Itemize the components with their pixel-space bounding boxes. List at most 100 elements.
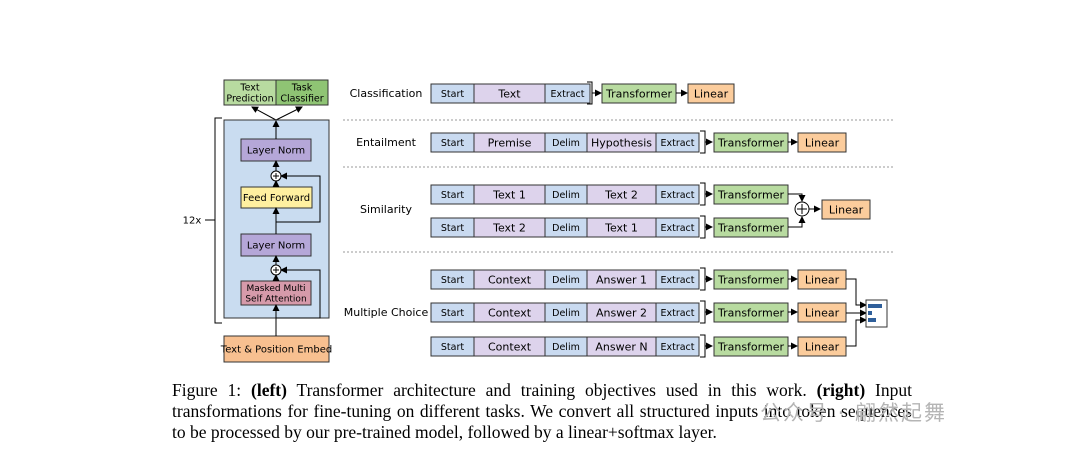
entailment-row-token-3: Hypothesis [586, 132, 657, 153]
choice-row-0-token-3: Answer 1 [586, 269, 657, 290]
entailment-row-token-4-rect [655, 132, 700, 153]
similarity-row-0-token-3-label: Text 2 [604, 188, 638, 201]
feed-forward-box: Feed Forward [240, 186, 313, 209]
choice-row-1-token-0-label: Start [441, 308, 464, 319]
choice-transformer-1-label: Transformer [717, 306, 784, 319]
repeat-bracket [214, 117, 222, 324]
choice-bracket-1 [700, 300, 706, 324]
similarity-row-0-token-0-label: Start [441, 190, 464, 201]
similarity-row-1-token-0: Start [430, 217, 475, 238]
choice-row-1-token-2: Delim [544, 302, 588, 323]
caption-left-tag: (left) [251, 380, 287, 400]
residual-add-bottom [270, 264, 282, 276]
repeat-label: 12x [183, 216, 202, 227]
choice-row-0-token-0-label: Start [441, 275, 464, 286]
similarity-row-1-token-0-label: Start [441, 223, 464, 234]
choice-bracket-0 [700, 267, 706, 291]
similarity-merge-bottom [788, 216, 806, 228]
entailment-row-token-0: Start [430, 132, 475, 153]
choice-transformer-1: Transformer [713, 302, 789, 323]
entailment-linear-label: Linear [805, 136, 840, 149]
similarity-row-1-token-4-label: Extract [660, 223, 694, 234]
similarity-linear-rect [821, 199, 871, 220]
similarity-row-0-token-2: Delim [544, 184, 588, 205]
similarity-row-1: Start Text 2 Delim Text 1 Extract [430, 217, 700, 238]
choice-row-1-token-1: Context [473, 302, 546, 323]
classification-row-token-1: Text [473, 83, 546, 104]
entailment-row-token-4: Extract [655, 132, 700, 153]
choice-row-0-token-2: Delim [544, 269, 588, 290]
choice-linear-2: Linear [797, 336, 847, 357]
similarity-row-1-token-3-label: Text 1 [604, 221, 638, 234]
similarity-row-0-token-3: Text 2 [586, 184, 657, 205]
embed-box-label: Text & Position Embed [220, 345, 332, 356]
classification-row: Start Text Extract [430, 83, 591, 104]
watermark: 公众号 · 翩然起舞 [760, 401, 948, 425]
arrow-to-classifier [275, 106, 303, 121]
choice-row-0-token-1-label: Context [488, 273, 532, 286]
choice-row-1-token-4: Extract [655, 302, 700, 323]
similarity-merge-top [788, 193, 806, 202]
choice-row-0-token-4-label: Extract [660, 275, 694, 286]
choice-row-2-token-1: Context [473, 336, 546, 357]
choice-row-0-token-1: Context [473, 269, 546, 290]
similarity-row-1-token-2-label: Delim [552, 223, 580, 234]
similarity-transformer-0-label: Transformer [717, 188, 784, 201]
caption-right-text: Input transformations for fine-tuning on… [172, 380, 912, 442]
choice-row-2-token-4-rect [655, 336, 700, 357]
classification-row-token-0: Start [430, 83, 475, 104]
choice-linear-0-label: Linear [805, 273, 840, 286]
similarity-row-0-token-1-label: Text 1 [492, 188, 526, 201]
entailment-transformer-label: Transformer [717, 136, 784, 149]
caption-prefix: Figure 1: [172, 380, 252, 400]
entailment-row-token-1-label: Premise [488, 136, 532, 149]
task-label-classification: Classification [350, 87, 423, 100]
classification-row-token-1-label: Text [497, 87, 521, 100]
choice-linear-1: Linear [797, 302, 847, 323]
choice-row-1-token-4-label: Extract [660, 308, 694, 319]
choice-row-2-token-2-label: Delim [552, 342, 580, 353]
entailment-bracket [700, 130, 706, 154]
similarity-row-1-token-3: Text 1 [586, 217, 657, 238]
classification-transformer: Transformer [601, 83, 677, 104]
caption-left-text: Transformer architecture and training ob… [286, 380, 817, 400]
task-label-similarity: Similarity [360, 203, 412, 216]
similarity-row-0-token-2-label: Delim [552, 190, 580, 201]
embed-box-rect [223, 335, 330, 363]
choice-row-2-token-0: Start [430, 336, 475, 357]
similarity-row-1-token-1-label: Text 2 [492, 221, 526, 234]
text-prediction-box-rect [223, 79, 277, 106]
similarity-row-1-token-1: Text 2 [473, 217, 546, 238]
classification-row-token-2-label: Extract [550, 89, 584, 100]
choice-row-2-token-3: Answer N [586, 336, 657, 357]
residual-bottom [276, 266, 321, 319]
choice-row-0-token-4-rect [655, 269, 700, 290]
classification-linear-rect [687, 83, 735, 104]
choice-row-1-token-3-label: Answer 2 [596, 306, 647, 319]
choice-row-2-token-0-label: Start [441, 342, 464, 353]
arrow-to-prediction [251, 106, 277, 121]
similarity-bracket-1 [700, 215, 706, 239]
choice-row-0-token-4: Extract [655, 269, 700, 290]
classification-transformer-label: Transformer [605, 87, 672, 100]
choice-linear-1-label: Linear [805, 306, 840, 319]
similarity-add [794, 201, 810, 217]
entailment-linear-rect [797, 132, 847, 153]
layer-norm-bottom-label: Layer Norm [247, 241, 305, 252]
similarity-row-0-token-1: Text 1 [473, 184, 546, 205]
layer-norm-bottom: Layer Norm [240, 233, 312, 257]
choice-row-1-token-3: Answer 2 [586, 302, 657, 323]
entailment-row-token-4-label: Extract [660, 138, 694, 149]
choice-row-2-token-4-label: Extract [660, 342, 694, 353]
entailment-row-token-1: Premise [473, 132, 546, 153]
similarity-row-0-token-4-rect [655, 184, 700, 205]
